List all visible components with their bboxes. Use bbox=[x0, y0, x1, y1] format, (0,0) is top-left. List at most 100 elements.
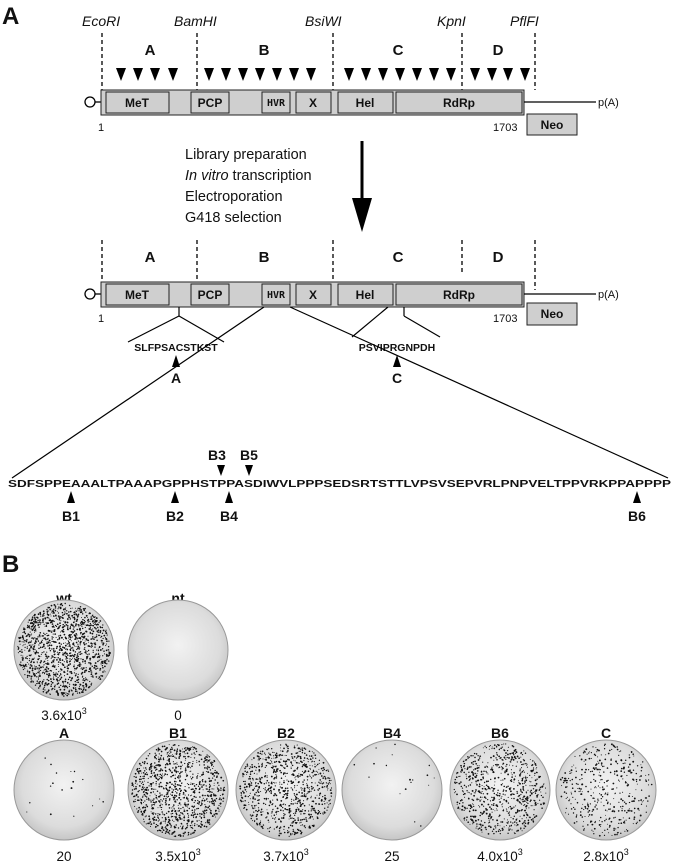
colony-dot bbox=[72, 647, 74, 649]
colony-dot bbox=[249, 814, 252, 816]
colony-dot bbox=[106, 640, 108, 643]
colony-dot bbox=[251, 764, 253, 766]
colony-dot bbox=[98, 634, 100, 637]
colony-dot bbox=[51, 611, 53, 613]
colony-dot bbox=[467, 757, 469, 760]
colony-dot bbox=[250, 817, 253, 820]
colony-dot bbox=[301, 818, 304, 821]
colony-dot bbox=[74, 619, 76, 621]
colony-dot bbox=[188, 747, 191, 750]
colony-dot bbox=[600, 826, 602, 828]
colony-dot bbox=[147, 822, 149, 825]
colony-dot bbox=[49, 608, 51, 611]
colony-dot bbox=[83, 677, 85, 680]
colony-dot bbox=[175, 768, 177, 770]
colony-dot bbox=[74, 680, 77, 683]
colony-dot bbox=[178, 775, 180, 777]
colony-dot bbox=[524, 783, 525, 784]
colony-dot bbox=[38, 671, 40, 673]
colony-dot bbox=[256, 822, 258, 825]
colony-dot bbox=[211, 764, 213, 767]
colony-dot bbox=[187, 816, 190, 818]
colony-dot bbox=[565, 812, 567, 814]
colony-dot bbox=[210, 800, 213, 803]
colony-dot bbox=[284, 808, 287, 810]
colony-dot bbox=[276, 770, 278, 772]
colony-dot bbox=[50, 630, 52, 632]
colony-dot bbox=[52, 656, 54, 658]
colony-dot bbox=[63, 613, 66, 616]
colony-dot bbox=[256, 778, 258, 780]
colony-dot bbox=[89, 659, 91, 661]
colony-dot bbox=[315, 773, 318, 776]
colony-dot bbox=[426, 774, 429, 777]
colony-dot bbox=[241, 774, 244, 776]
colony-dot bbox=[74, 638, 76, 640]
colony-dot bbox=[296, 774, 299, 777]
colony-dot bbox=[242, 791, 245, 794]
colony-dot bbox=[560, 795, 563, 798]
colony-dot bbox=[102, 624, 104, 626]
colony-dot bbox=[73, 664, 75, 666]
colony-dot bbox=[93, 664, 96, 667]
colony-dot bbox=[465, 775, 467, 777]
panel-label-a: A bbox=[2, 3, 19, 30]
colony-dot bbox=[138, 807, 140, 809]
colony-dot bbox=[33, 651, 35, 653]
colony-dot bbox=[168, 762, 171, 765]
colony-dot bbox=[153, 801, 156, 804]
colony-dot bbox=[212, 767, 214, 769]
colony-dot bbox=[30, 628, 32, 630]
colony-dot bbox=[64, 685, 66, 687]
colony-dot bbox=[479, 796, 482, 799]
colony-dot bbox=[59, 659, 61, 662]
colony-dot bbox=[524, 752, 527, 754]
colony-dot bbox=[81, 689, 82, 690]
colony-dot bbox=[515, 765, 517, 767]
colony-dot bbox=[478, 827, 481, 829]
colony-dot bbox=[505, 786, 508, 788]
colony-dot bbox=[187, 803, 190, 806]
colony-dot bbox=[244, 800, 246, 802]
colony-dot bbox=[185, 805, 187, 807]
colony-dot bbox=[483, 786, 485, 788]
colony-dot bbox=[62, 685, 64, 688]
colony-dot bbox=[60, 662, 62, 664]
colony-dot bbox=[157, 813, 159, 815]
colony-dot bbox=[485, 747, 487, 749]
colony-dot bbox=[616, 833, 618, 836]
colony-dot bbox=[327, 782, 329, 785]
colony-dot bbox=[565, 792, 568, 794]
colony-dot bbox=[30, 654, 32, 655]
colony-dot bbox=[53, 665, 56, 668]
colony-dot bbox=[540, 803, 542, 806]
colony-dot bbox=[167, 820, 170, 823]
colony-dot bbox=[188, 787, 190, 789]
colony-dot bbox=[298, 800, 300, 802]
colony-dot bbox=[270, 815, 272, 817]
colony-dot bbox=[481, 824, 484, 827]
colony-dot bbox=[454, 778, 457, 781]
colony-dot bbox=[588, 815, 590, 817]
colony-dot bbox=[570, 793, 573, 795]
colony-dot bbox=[162, 804, 164, 806]
colony-dot bbox=[270, 792, 272, 795]
colony-dot bbox=[467, 756, 469, 758]
colony-dot bbox=[35, 666, 37, 668]
colony-dot bbox=[184, 756, 186, 758]
colony-dot bbox=[244, 770, 246, 772]
colony-dot bbox=[191, 826, 193, 829]
colony-dot bbox=[204, 804, 206, 806]
colony-dot bbox=[247, 772, 249, 774]
colony-dot bbox=[160, 785, 163, 788]
colony-dot bbox=[68, 690, 71, 693]
colony-dot bbox=[72, 617, 74, 619]
colony-dot bbox=[76, 682, 78, 684]
colony-dot bbox=[37, 687, 40, 689]
colony-dot bbox=[50, 604, 53, 607]
colony-dot bbox=[159, 781, 162, 784]
colony-dot bbox=[624, 782, 627, 784]
colony-dot bbox=[501, 746, 503, 748]
colony-dot bbox=[246, 771, 248, 772]
colony-dot bbox=[58, 675, 61, 677]
